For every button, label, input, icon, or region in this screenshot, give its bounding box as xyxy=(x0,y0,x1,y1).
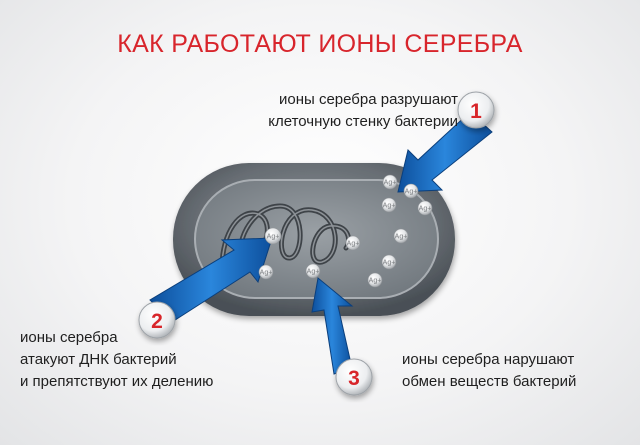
page-title: КАК РАБОТАЮТ ИОНЫ СЕРЕБРА xyxy=(117,30,523,58)
step-number-2: 2 xyxy=(151,310,163,333)
caption-line: атакуют ДНК бактерий xyxy=(20,351,177,368)
ion-label: Ag+ xyxy=(383,260,396,267)
ion: Ag+ xyxy=(382,174,398,190)
dna-highlight xyxy=(221,205,350,269)
ion: Ag+ xyxy=(417,200,433,216)
caption-line: клеточную стенку бактерии xyxy=(268,113,458,130)
step-number-1: 1 xyxy=(470,100,482,123)
ion-label: Ag+ xyxy=(260,270,273,277)
ion: Ag+ xyxy=(367,272,383,288)
ion: Ag+ xyxy=(393,228,409,244)
caption-line: ионы серебра xyxy=(20,329,118,346)
ion-label: Ag+ xyxy=(307,269,320,276)
ion: Ag+ xyxy=(403,183,419,199)
ion: Ag+ xyxy=(381,197,397,213)
ion: Ag+ xyxy=(305,263,321,279)
ion: Ag+ xyxy=(264,227,282,245)
arrow-1 xyxy=(397,111,493,193)
step-1-caption: ионы серебра разрушают клеточную стенку … xyxy=(268,89,458,133)
ion-label: Ag+ xyxy=(384,180,397,187)
step-badge-1: 1 xyxy=(457,91,495,129)
caption-line: и препятствуют их делению xyxy=(20,373,214,390)
ion: Ag+ xyxy=(345,235,361,251)
ion: Ag+ xyxy=(381,254,397,270)
ion: Ag+ xyxy=(258,264,274,280)
step-3-caption: ионы серебра нарушают обмен веществ бакт… xyxy=(402,349,576,393)
caption-line: ионы серебра разрушают xyxy=(279,91,458,108)
step-badge-2: 2 xyxy=(138,301,176,339)
ion-label: Ag+ xyxy=(267,234,280,241)
ion-label: Ag+ xyxy=(419,206,432,213)
arrow-2 xyxy=(149,237,273,323)
step-number-3: 3 xyxy=(348,367,360,390)
step-badge-3: 3 xyxy=(335,358,373,396)
ion-label: Ag+ xyxy=(383,203,396,210)
caption-line: обмен веществ бактерий xyxy=(402,373,577,390)
step-2-caption: ионы серебра атакуют ДНК бактерий и преп… xyxy=(20,327,213,393)
caption-line: ионы серебра нарушают xyxy=(402,351,575,368)
ion-label: Ag+ xyxy=(405,189,418,196)
ion-label: Ag+ xyxy=(347,241,360,248)
ion-label: Ag+ xyxy=(369,278,382,285)
arrow-3 xyxy=(311,277,354,375)
ion-label: Ag+ xyxy=(395,234,408,241)
